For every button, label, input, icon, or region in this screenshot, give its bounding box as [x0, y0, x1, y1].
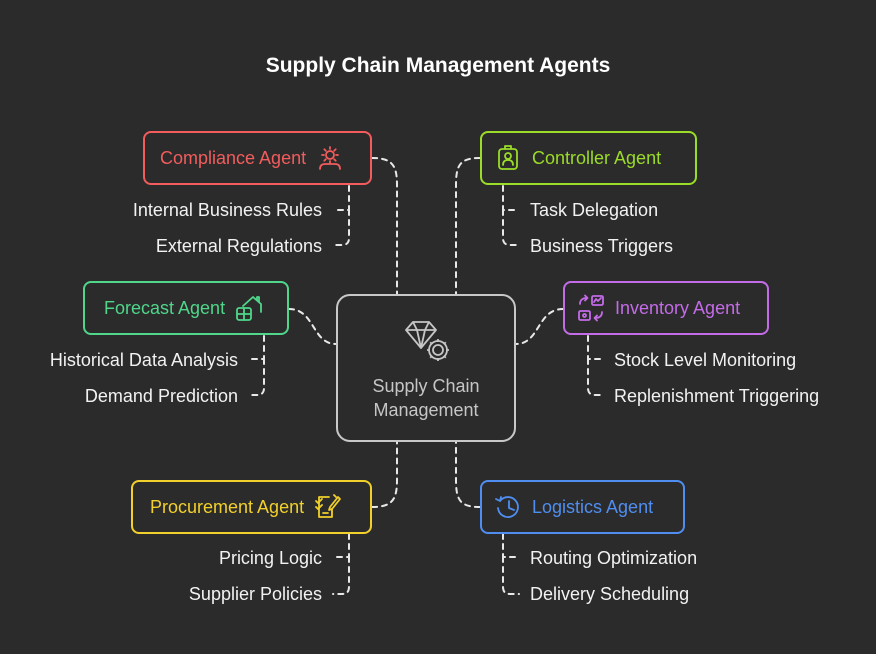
controller-item-task-delegation: Task Delegation	[530, 200, 659, 220]
compliance-item-internal-rules: Internal Business Rules	[132, 200, 322, 220]
connector-forecast-item2	[249, 358, 265, 396]
compliance-agent-node: Compliance Agent	[143, 131, 372, 185]
connector-inventory	[515, 308, 564, 345]
compliance-agent-label: Compliance Agent	[160, 147, 307, 168]
house-calculator-icon	[235, 294, 263, 322]
badge-person-icon	[494, 144, 522, 172]
compliance-item-external-regulations: External Regulations	[155, 236, 322, 256]
inventory-agent-node: Inventory Agent	[563, 281, 769, 335]
forecast-agent-label: Forecast Agent	[104, 297, 226, 318]
diamond-gear-icon	[405, 321, 449, 361]
procurement-item-supplier-policies: Supplier Policies	[188, 584, 322, 604]
connector-controller-item1	[502, 185, 520, 211]
procurement-agent-label: Procurement Agent	[150, 496, 305, 517]
connector-procurement-item1	[332, 533, 350, 558]
connector-inventory-item2	[587, 358, 604, 396]
connector-procurement-item2	[332, 556, 350, 595]
connector-compliance-item2	[332, 209, 350, 246]
center-node-supply-chain: Supply Chain Management	[336, 294, 516, 442]
connector-forecast	[288, 308, 337, 345]
procurement-item-pricing-logic: Pricing Logic	[218, 548, 322, 568]
connector-inventory-item1	[587, 335, 604, 360]
inventory-item-stock-monitoring: Stock Level Monitoring	[614, 350, 797, 370]
connector-controller	[455, 157, 481, 295]
center-node-label: Supply Chain Management	[338, 374, 514, 422]
checklist-pen-icon	[314, 493, 342, 521]
connector-compliance	[371, 157, 398, 295]
clock-refresh-icon	[494, 493, 522, 521]
center-label-line2: Management	[373, 400, 479, 420]
connector-logistics-item1	[502, 533, 520, 558]
center-label-line1: Supply Chain	[372, 376, 480, 396]
logistics-item-delivery-scheduling: Delivery Scheduling	[530, 584, 690, 604]
logistics-agent-node: Logistics Agent	[480, 480, 685, 534]
connector-controller-item2	[502, 209, 520, 246]
logistics-item-routing-optimization: Routing Optimization	[530, 548, 698, 568]
diagram-title: Supply Chain Management Agents	[265, 54, 611, 77]
controller-agent-node: Controller Agent	[480, 131, 697, 185]
inventory-item-replenishment: Replenishment Triggering	[614, 386, 820, 406]
connector-procurement	[371, 441, 398, 508]
connector-forecast-item1	[249, 335, 265, 360]
controller-item-business-triggers: Business Triggers	[530, 236, 674, 256]
inventory-agent-label: Inventory Agent	[615, 297, 741, 318]
connector-logistics-item2	[502, 556, 520, 595]
connector-compliance-item1	[332, 185, 350, 211]
forecast-item-historical-data: Historical Data Analysis	[49, 350, 238, 370]
forecast-agent-node: Forecast Agent	[83, 281, 289, 335]
monitor-arrows-icon	[577, 294, 605, 322]
controller-agent-label: Controller Agent	[532, 147, 662, 168]
connector-logistics	[455, 441, 481, 508]
procurement-agent-node: Procurement Agent	[131, 480, 372, 534]
forecast-item-demand-prediction: Demand Prediction	[84, 386, 238, 406]
team-gear-icon	[316, 144, 344, 172]
logistics-agent-label: Logistics Agent	[532, 496, 654, 517]
